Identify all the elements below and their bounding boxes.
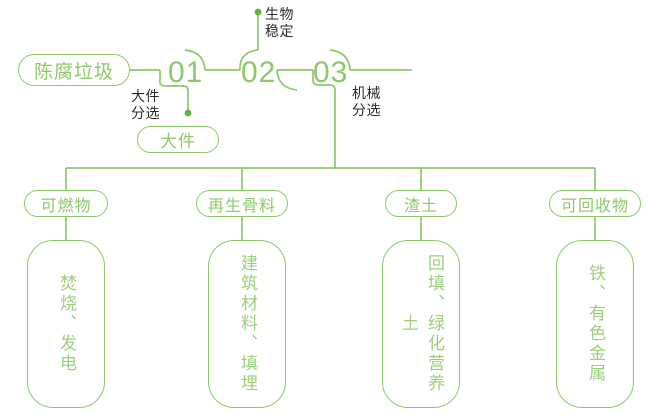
- node-category-0-label: 可燃物: [40, 197, 92, 215]
- note-stage-01-line1: 大件: [131, 88, 160, 104]
- stage-number-03: 03: [313, 56, 349, 89]
- dot-bulky-endpoint: [184, 109, 192, 117]
- node-category-2-label: 渣土: [403, 197, 438, 215]
- note-stage-03-line2: 分选: [352, 102, 381, 118]
- node-category-1[interactable]: 再生骨料: [196, 190, 288, 217]
- node-destination-2-label: 回填、绿化营养土: [399, 254, 444, 394]
- arc-03-top: [329, 49, 351, 71]
- arc-02-topleft: [239, 49, 259, 71]
- dot-bio-endpoint: [254, 8, 262, 16]
- node-destination-1[interactable]: 建筑材料、填埋: [208, 240, 286, 408]
- note-stage-02: 生物 稳定: [265, 6, 294, 40]
- node-category-0[interactable]: 可燃物: [24, 190, 108, 217]
- node-category-2[interactable]: 渣土: [385, 190, 457, 217]
- node-category-3-label: 可回收物: [560, 197, 629, 215]
- node-destination-3[interactable]: 铁、有色金属: [556, 240, 634, 408]
- node-bulky-output-label: 大件: [160, 132, 196, 151]
- note-stage-03-line1: 机械: [352, 85, 381, 101]
- node-destination-3-label: 铁、有色金属: [586, 264, 605, 384]
- node-destination-2[interactable]: 回填、绿化营养土: [382, 240, 460, 408]
- node-destination-0-label: 焚烧、发电: [57, 274, 76, 374]
- arc-02-bottomright: [276, 69, 298, 91]
- line-01-to-bulky: [159, 70, 189, 112]
- note-stage-02-line2: 稳定: [265, 23, 294, 39]
- node-destination-1-label: 建筑材料、填埋: [238, 254, 257, 394]
- stage-number-01: 01: [168, 56, 204, 89]
- note-stage-01: 大件 分选: [131, 88, 160, 122]
- node-root-label: 陈腐垃圾: [33, 61, 114, 83]
- node-bulky-output[interactable]: 大件: [137, 126, 219, 153]
- arc-01-top: [184, 49, 206, 71]
- note-stage-02-line1: 生物: [265, 6, 294, 22]
- node-category-1-label: 再生骨料: [207, 197, 276, 215]
- line-trunk-down: [312, 70, 336, 168]
- stage-number-02: 02: [241, 56, 277, 89]
- note-stage-03: 机械 分选: [352, 85, 381, 119]
- node-category-3[interactable]: 可回收物: [549, 190, 641, 217]
- node-destination-0[interactable]: 焚烧、发电: [27, 240, 105, 408]
- node-root[interactable]: 陈腐垃圾: [18, 54, 130, 86]
- note-stage-01-line2: 分选: [131, 105, 160, 121]
